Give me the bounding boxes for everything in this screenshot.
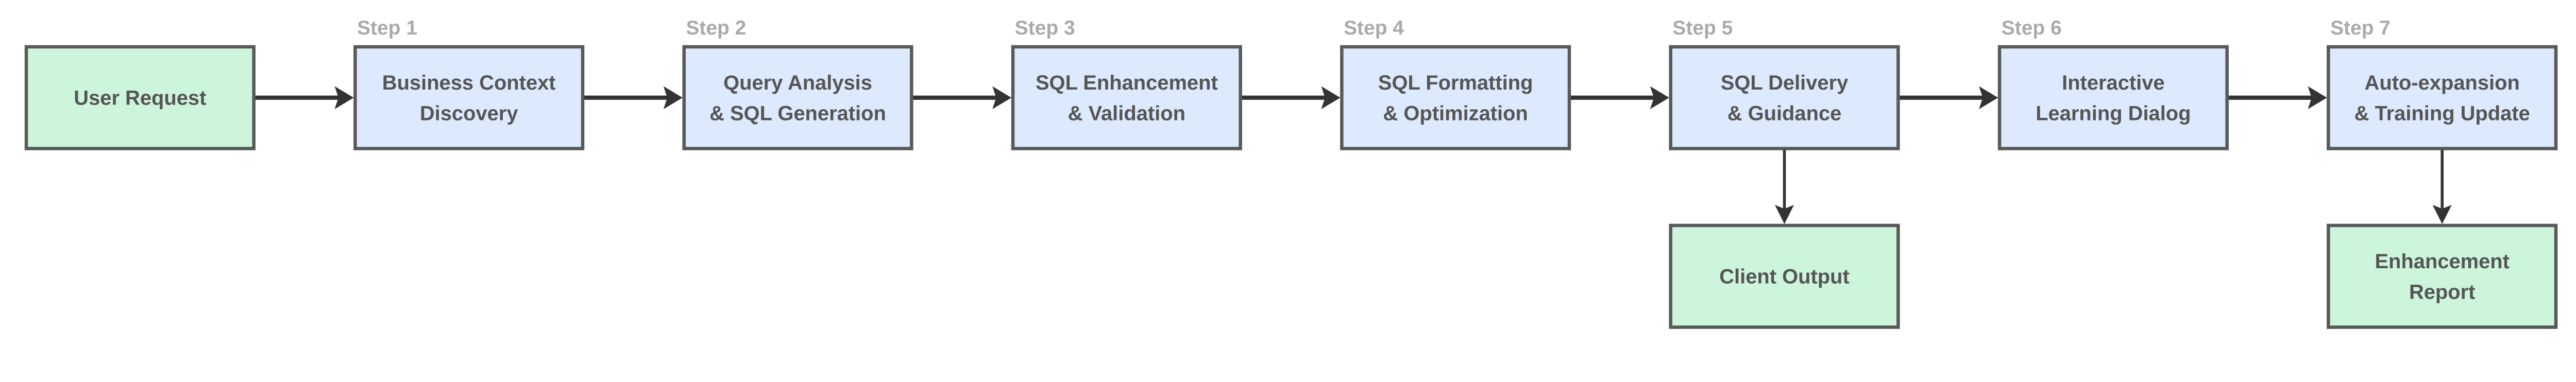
node-box bbox=[353, 45, 585, 150]
node-label: SQL Formatting bbox=[1378, 72, 1533, 94]
node-step5: Step 5 SQL Delivery & Guidance bbox=[1669, 17, 1900, 150]
node-label: Auto-expansion bbox=[2365, 72, 2520, 94]
node-step2: Step 2 Query Analysis & SQL Generation bbox=[682, 17, 913, 150]
node-label: & Optimization bbox=[1383, 102, 1528, 125]
node-client-output: Client Output bbox=[1669, 223, 1900, 329]
workflow-diagram: User Request Step 1 Business ContextDiscov… bbox=[24, 17, 2558, 329]
node-step4: Step 4 SQL Formatting & Optimization bbox=[1340, 17, 1571, 150]
step-label: Step 4 bbox=[1344, 17, 1404, 39]
edges bbox=[255, 86, 2452, 224]
node-box bbox=[24, 45, 256, 150]
node-box bbox=[1011, 45, 1242, 150]
arrowhead-icon bbox=[2308, 86, 2327, 110]
step-label: Step 2 bbox=[686, 17, 746, 39]
edge-step7-to-enhancement-report bbox=[2432, 150, 2452, 224]
node-label: Client Output bbox=[1719, 266, 1850, 288]
edge-step4-to-step5 bbox=[1570, 86, 1669, 110]
node-step3: Step 3 SQL Enhancement & Validation bbox=[1011, 17, 1242, 150]
node-label: User Request bbox=[74, 87, 206, 110]
node-label: Report bbox=[2409, 281, 2475, 303]
step-label: Step 1 bbox=[357, 17, 417, 39]
node-label: & SQL Generation bbox=[709, 102, 886, 125]
node-label: Learning Dialog bbox=[2036, 102, 2191, 125]
node-label: & Training Update bbox=[2354, 102, 2530, 125]
edge-step1-to-step2 bbox=[584, 86, 683, 110]
node-label: SQL Enhancement bbox=[1036, 72, 1218, 94]
step-label: Step 6 bbox=[2002, 17, 2062, 39]
edge-user-request-to-step1 bbox=[255, 86, 354, 110]
node-box bbox=[1669, 45, 1900, 150]
node-label: & Guidance bbox=[1727, 102, 1842, 125]
node-user-request: User Request bbox=[24, 45, 256, 150]
node-box bbox=[1340, 45, 1571, 150]
node-box bbox=[682, 45, 913, 150]
arrowhead-icon bbox=[992, 86, 1012, 110]
node-label: & Validation bbox=[1068, 102, 1185, 125]
node-label: SQL Delivery bbox=[1721, 72, 1849, 94]
node-label: Discovery bbox=[420, 102, 518, 125]
node-label: Business Context bbox=[382, 72, 556, 94]
node-box bbox=[2327, 223, 2558, 329]
arrowhead-icon bbox=[1650, 86, 1669, 110]
step-label: Step 3 bbox=[1015, 17, 1075, 39]
edge-step5-to-step6 bbox=[1900, 86, 1998, 110]
node-step7: Step 7 Auto-expansion & Training Update bbox=[2327, 17, 2558, 150]
node-box bbox=[1997, 45, 2229, 150]
node-label: Interactive bbox=[2062, 72, 2164, 94]
arrowhead-icon bbox=[2432, 205, 2452, 224]
arrowhead-icon bbox=[1321, 86, 1341, 110]
arrowhead-icon bbox=[1979, 86, 1998, 110]
step-label: Step 5 bbox=[1672, 17, 1733, 39]
edge-step5-to-client-output bbox=[1774, 150, 1794, 224]
arrowhead-icon bbox=[663, 86, 683, 110]
step-label: Step 7 bbox=[2330, 17, 2391, 39]
arrowhead-icon bbox=[334, 86, 354, 110]
arrowhead-icon bbox=[1774, 205, 1794, 224]
edge-step6-to-step7 bbox=[2228, 86, 2327, 110]
edge-step2-to-step3 bbox=[913, 86, 1012, 110]
node-box bbox=[2327, 45, 2558, 150]
node-label: Enhancement bbox=[2375, 250, 2509, 273]
nodes: User Request Step 1 Business ContextDiscov… bbox=[24, 17, 2558, 329]
node-box bbox=[1669, 223, 1900, 329]
node-label: Query Analysis bbox=[723, 72, 872, 94]
edge-step3-to-step4 bbox=[1242, 86, 1341, 110]
